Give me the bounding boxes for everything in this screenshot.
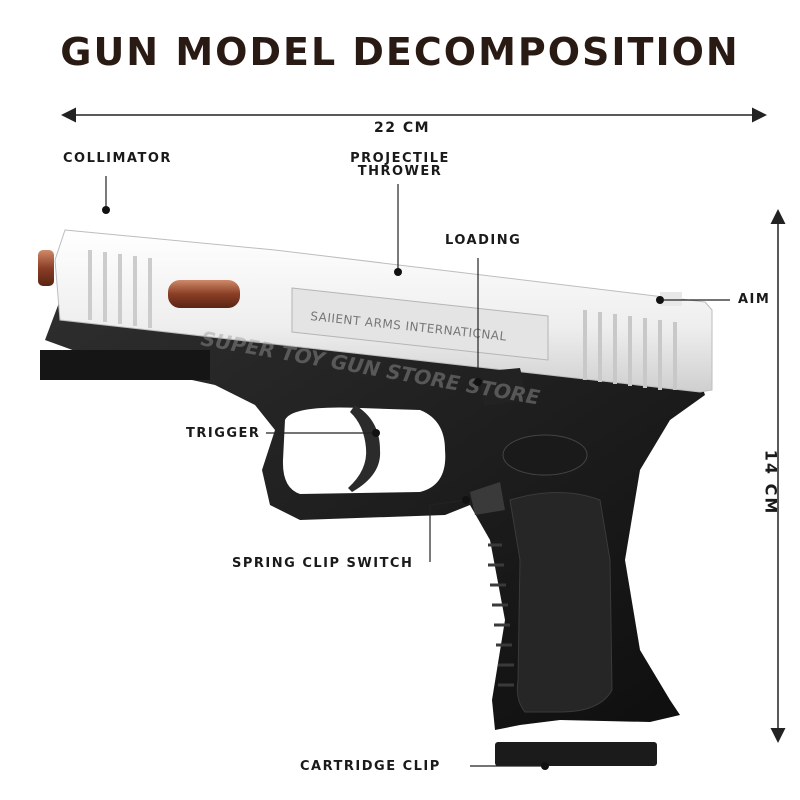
gun-slide bbox=[38, 229, 713, 406]
leader-lines bbox=[105, 176, 730, 767]
spring-switch-shape bbox=[470, 482, 505, 515]
magazine-base bbox=[495, 742, 657, 766]
label-loading: LOADING bbox=[445, 233, 522, 248]
muzzle-tip bbox=[38, 250, 54, 286]
leader-spring bbox=[429, 499, 467, 562]
ejection-port bbox=[168, 280, 240, 308]
label-trigger: TRIGGER bbox=[186, 426, 261, 441]
label-projectile-line2: THROWER bbox=[357, 164, 443, 179]
trigger-shape bbox=[348, 405, 381, 492]
loading-lever bbox=[478, 368, 528, 406]
page-title: GUN MODEL DECOMPOSITION bbox=[60, 30, 740, 74]
gun-frame bbox=[40, 300, 705, 766]
height-dimension-label: 14 CM bbox=[761, 449, 781, 516]
label-spring-clip-switch: SPRING CLIP SWITCH bbox=[232, 556, 414, 571]
label-projectile-thrower: PROJECTILE THROWER bbox=[345, 152, 455, 178]
label-aim: AIM bbox=[738, 292, 771, 307]
label-cartridge-clip: CARTRIDGE CLIP bbox=[300, 759, 441, 774]
label-projectile-line1: PROJECTILE bbox=[350, 151, 450, 166]
label-collimator: COLLIMATOR bbox=[63, 151, 172, 166]
width-dimension-label: 22 CM bbox=[374, 120, 431, 136]
grip-panel bbox=[509, 492, 613, 713]
leader-dots bbox=[102, 206, 664, 770]
